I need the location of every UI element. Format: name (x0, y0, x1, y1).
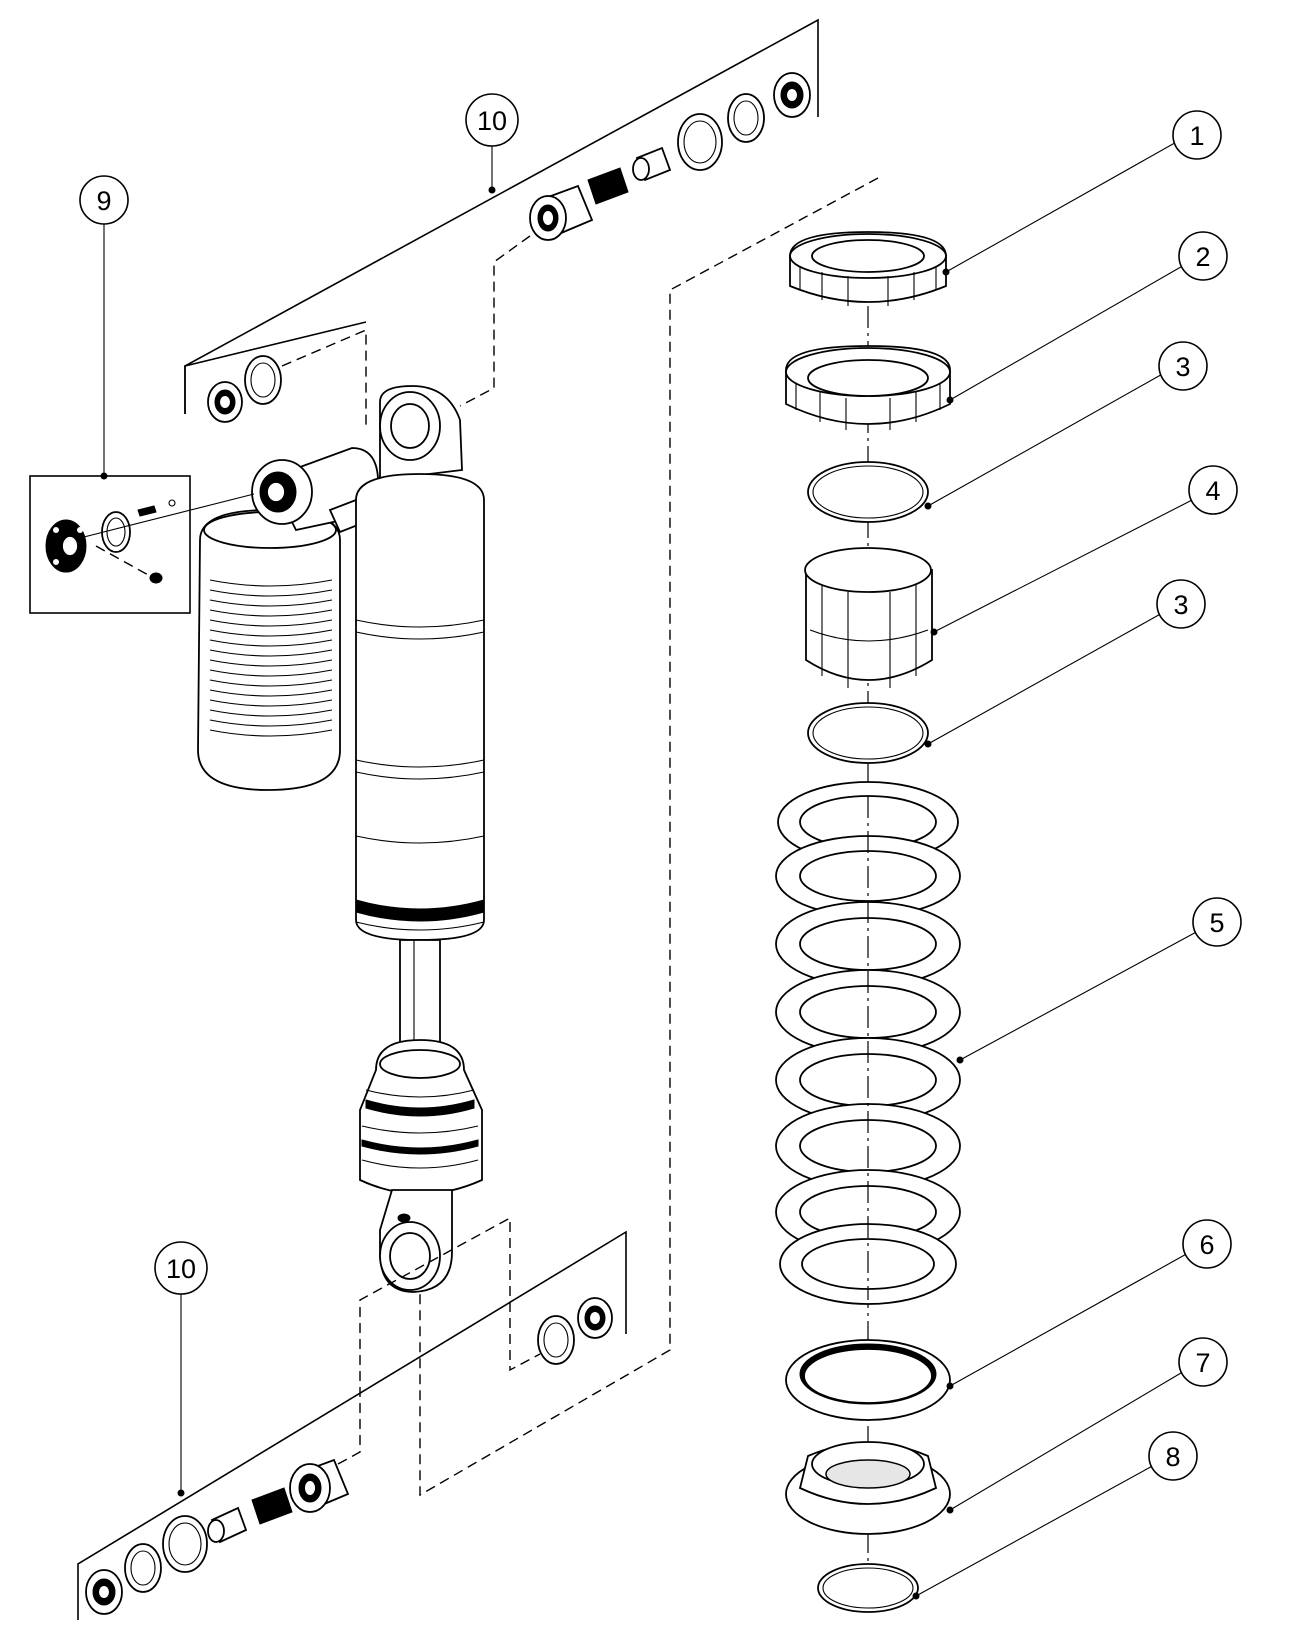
bottom-eye (379, 1189, 453, 1293)
bump-stop (359, 1039, 483, 1195)
adjuster-knob (45, 519, 87, 573)
top-bushing (529, 184, 594, 241)
spring-retainer (785, 1441, 951, 1535)
callout-10-bottom-label: 10 (166, 1254, 196, 1284)
callout-10-bottom: 10 (154, 1241, 208, 1295)
shock-body (197, 385, 485, 1293)
bottom-right-seal (577, 1297, 613, 1339)
bottom-needle-bearing (251, 1487, 293, 1525)
clip-ring-upper (807, 461, 929, 523)
main-cylinder (355, 473, 485, 941)
callout-10-top-label: 10 (477, 106, 507, 136)
bottom-hardware-group (77, 1216, 627, 1620)
callout-2-label: 2 (1195, 242, 1210, 272)
callout-10-top: 10 (465, 93, 519, 147)
callout-5: 5 (1192, 897, 1242, 947)
spring-stack (775, 231, 961, 1613)
top-left-oring (244, 355, 282, 405)
top-left-seal (207, 381, 243, 423)
adjuster-oring (101, 511, 131, 553)
bottom-seal (85, 1569, 123, 1615)
spring-seat (785, 1339, 951, 1421)
callout-4: 4 (1188, 465, 1238, 515)
callout-7: 7 (1178, 1337, 1228, 1387)
callout-3-lower: 3 (1156, 579, 1206, 629)
callout-8-label: 8 (1165, 1442, 1180, 1472)
bottom-sleeve (207, 1506, 248, 1544)
callout-3-lower-label: 3 (1173, 590, 1188, 620)
callout-6: 6 (1182, 1219, 1232, 1269)
callout-6-label: 6 (1199, 1230, 1214, 1260)
piston-shaft (399, 939, 441, 1051)
callout-leaders (103, 139, 1201, 1597)
top-seal (773, 72, 811, 118)
lock-nut (789, 231, 947, 306)
top-oring (727, 93, 765, 143)
callout-8: 8 (1148, 1431, 1198, 1481)
coil-spring (775, 781, 961, 1305)
snap-ring (817, 1563, 919, 1613)
callout-7-label: 7 (1195, 1348, 1210, 1378)
reservoir (197, 509, 341, 791)
spring-assembly-guide (419, 177, 879, 1497)
callout-3-upper: 3 (1158, 341, 1208, 391)
top-eye (379, 385, 463, 482)
preload-collar (804, 547, 933, 688)
adjuster-group (29, 475, 255, 614)
top-sleeve (632, 146, 672, 182)
adjuster-nut (785, 345, 951, 430)
top-left-hardware (184, 321, 367, 430)
bottom-ring (162, 1515, 208, 1573)
top-ring (677, 113, 723, 171)
bottom-right-oring (537, 1315, 575, 1365)
adjuster-ball (149, 572, 163, 584)
bottom-bushing (289, 1458, 350, 1513)
reservoir-connector (251, 447, 398, 534)
callout-9: 9 (79, 175, 129, 225)
bottom-oring (124, 1543, 162, 1593)
clip-ring-lower (807, 702, 929, 764)
adjuster-spring (137, 505, 157, 517)
top-needle-bearing (587, 167, 629, 205)
callout-4-label: 4 (1205, 476, 1220, 506)
callout-3-upper-label: 3 (1175, 352, 1190, 382)
top-hardware-group (184, 18, 819, 414)
callout-5-label: 5 (1209, 908, 1224, 938)
callout-2: 2 (1178, 231, 1228, 281)
callout-dots (100, 186, 964, 1600)
callout-1: 1 (1172, 110, 1222, 160)
callout-1-label: 1 (1189, 121, 1204, 151)
reservoir-ribs (209, 579, 333, 737)
callout-9-label: 9 (96, 186, 111, 216)
